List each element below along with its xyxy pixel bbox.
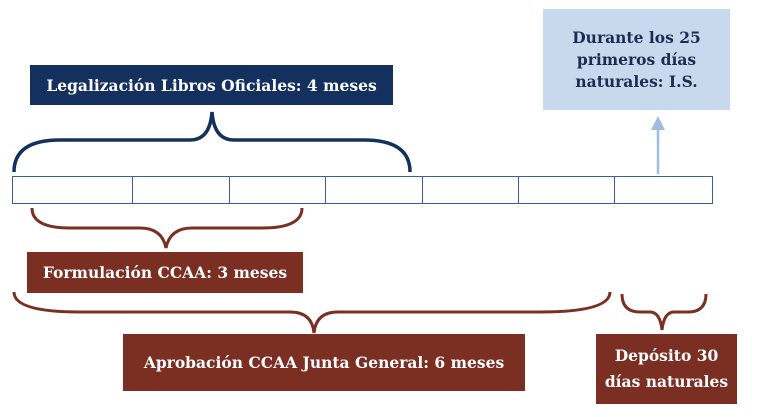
is-arrow-head: [651, 116, 665, 130]
aprobacion-brace: [12, 291, 612, 334]
is-line-3: naturales: I.S.: [575, 71, 698, 91]
formulacion-text: Formulación CCAA: 3 meses: [42, 263, 288, 282]
deposito-brace: [620, 293, 708, 331]
timeline-segment: [230, 177, 326, 203]
legalizacion-label: Legalización Libros Oficiales: 4 meses: [30, 65, 393, 105]
impuesto-sociedades-label: Durante los 25 primeros días naturales: …: [543, 9, 730, 110]
aprobacion-label: Aprobación CCAA Junta General: 6 meses: [123, 334, 525, 391]
is-line-2: primeros días: [576, 49, 697, 69]
timeline-segment: [13, 177, 133, 203]
timeline-bar: [12, 176, 713, 204]
is-line-1: Durante los 25: [572, 27, 701, 47]
deposito-line-2: días naturales: [604, 372, 729, 391]
timeline-segment: [326, 177, 423, 203]
timeline-segment: [423, 177, 519, 203]
formulacion-label: Formulación CCAA: 3 meses: [27, 252, 303, 293]
timeline-segment: [519, 177, 615, 203]
deposito-label: Depósito 30 días naturales: [596, 334, 737, 404]
formulacion-brace: [30, 207, 304, 249]
legalizacion-text: Legalización Libros Oficiales: 4 meses: [46, 75, 377, 95]
aprobacion-text: Aprobación CCAA Junta General: 6 meses: [143, 353, 505, 372]
deposito-line-1: Depósito 30: [614, 346, 719, 365]
legalizacion-brace: [12, 111, 412, 173]
timeline-segment: [133, 177, 230, 203]
